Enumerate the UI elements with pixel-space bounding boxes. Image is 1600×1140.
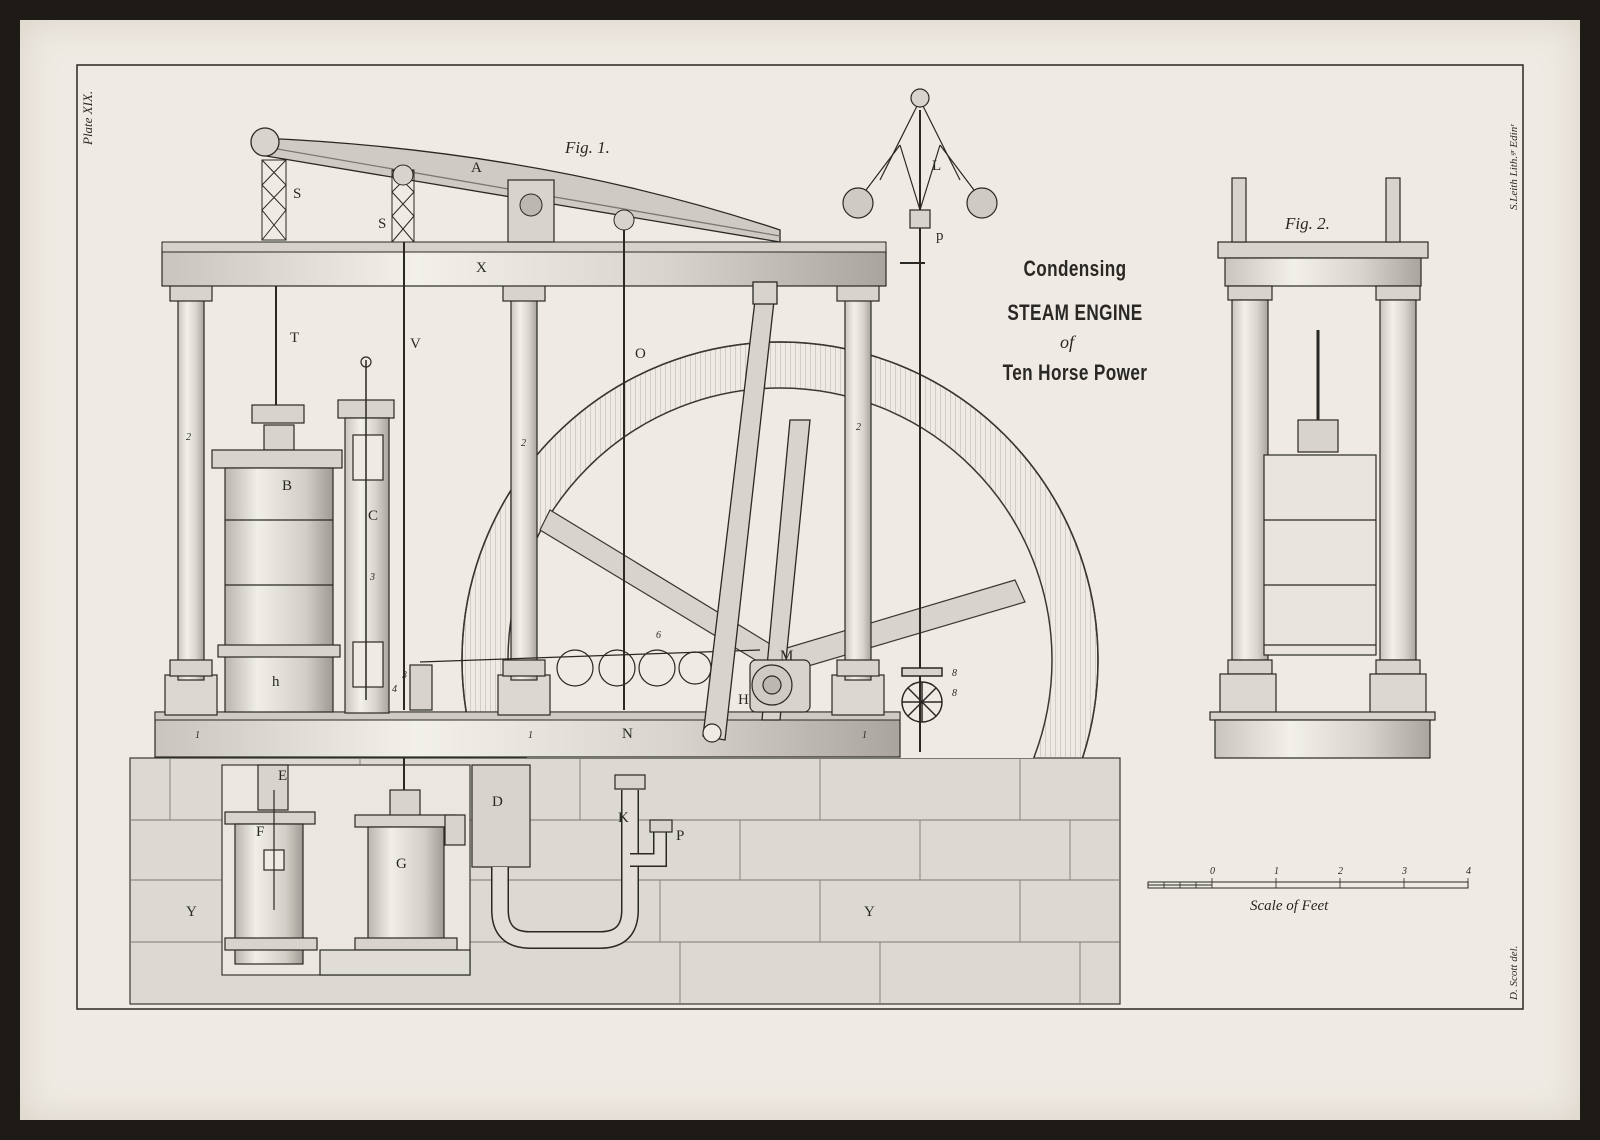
label-p: p <box>936 228 944 244</box>
crank <box>702 659 811 743</box>
label-X: X <box>476 260 487 276</box>
hot-well-pipes <box>471 764 673 949</box>
numeral-2a: 2 <box>186 432 191 443</box>
label-F: F <box>256 824 265 840</box>
engraving <box>76 64 1524 1010</box>
numeral-2c: 2 <box>856 422 861 433</box>
label-Y2: Y <box>864 904 875 920</box>
fig2-end-elevation <box>1209 177 1436 759</box>
label-E: E <box>278 768 288 784</box>
title-line-2: STEAM ENGINE <box>1007 300 1143 325</box>
scale-tick-2: 2 <box>1338 866 1343 877</box>
label-A: A <box>471 160 482 176</box>
scale-tick-4: 4 <box>1466 866 1471 877</box>
scale-tick-1: 1 <box>1274 866 1279 877</box>
title-line-4: Ten Horse Power <box>1002 360 1148 385</box>
label-G: G <box>396 856 407 872</box>
plate-sheet: Plate XIX. S.Leith Lith.ᵍʳ Edinʳ D. Scot… <box>20 20 1580 1120</box>
title-line-3: of <box>1060 332 1075 352</box>
label-S2: S <box>378 216 387 232</box>
label-B: B <box>282 478 293 494</box>
label-M: M <box>780 648 794 664</box>
numeral-1b: 1 <box>528 730 533 741</box>
eccentric-rod <box>409 649 761 711</box>
steam-cylinder <box>211 404 343 713</box>
numeral-1c: 1 <box>862 730 867 741</box>
label-C: C <box>368 508 379 524</box>
numeral-8b: 8 <box>952 688 957 699</box>
scale-tick-0: 0 <box>1210 866 1215 877</box>
entablature <box>161 247 887 287</box>
label-N: N <box>622 726 633 742</box>
label-S1: S <box>293 186 302 202</box>
handwheel <box>901 667 943 723</box>
numeral-1a: 1 <box>195 730 200 741</box>
label-D: D <box>492 794 503 810</box>
governor <box>842 88 998 229</box>
label-O: O <box>635 346 646 362</box>
artist-credit: D. Scott del. <box>1508 945 1520 1000</box>
condenser-cylinder <box>319 758 471 976</box>
scale-tick-3: 3 <box>1402 866 1407 877</box>
label-P: P <box>676 828 685 844</box>
numeral-3b: 3 <box>402 670 407 681</box>
columns <box>164 284 885 716</box>
label-T: T <box>290 330 300 346</box>
numeral-6: 6 <box>656 630 661 641</box>
fig1-engine-elevation <box>129 88 1121 1005</box>
scale-caption: Scale of Feet <box>1250 898 1329 914</box>
title-line-1: Condensing <box>1023 256 1127 281</box>
label-Y1: Y <box>186 904 197 920</box>
label-H: H <box>738 692 749 708</box>
numeral-4: 4 <box>392 684 397 695</box>
valve-chest <box>337 356 395 714</box>
plate-border <box>76 64 1524 1010</box>
fig2-caption: Fig. 2. <box>1285 214 1330 233</box>
engraver-credit: S.Leith Lith.ᵍʳ Edinʳ <box>1508 124 1520 210</box>
fig1-caption: Fig. 1. <box>565 138 610 157</box>
numeral-2b: 2 <box>521 438 526 449</box>
label-K: K <box>618 810 629 826</box>
scale-bar <box>1147 878 1469 889</box>
plate-number: Plate XIX. <box>80 90 95 145</box>
air-pump <box>224 764 318 965</box>
connecting-rod <box>702 281 811 741</box>
label-L: L <box>932 158 942 174</box>
numeral-8a: 8 <box>952 668 957 679</box>
label-V: V <box>410 336 421 352</box>
numeral-3a: 3 <box>370 572 375 583</box>
label-h: h <box>272 674 280 690</box>
